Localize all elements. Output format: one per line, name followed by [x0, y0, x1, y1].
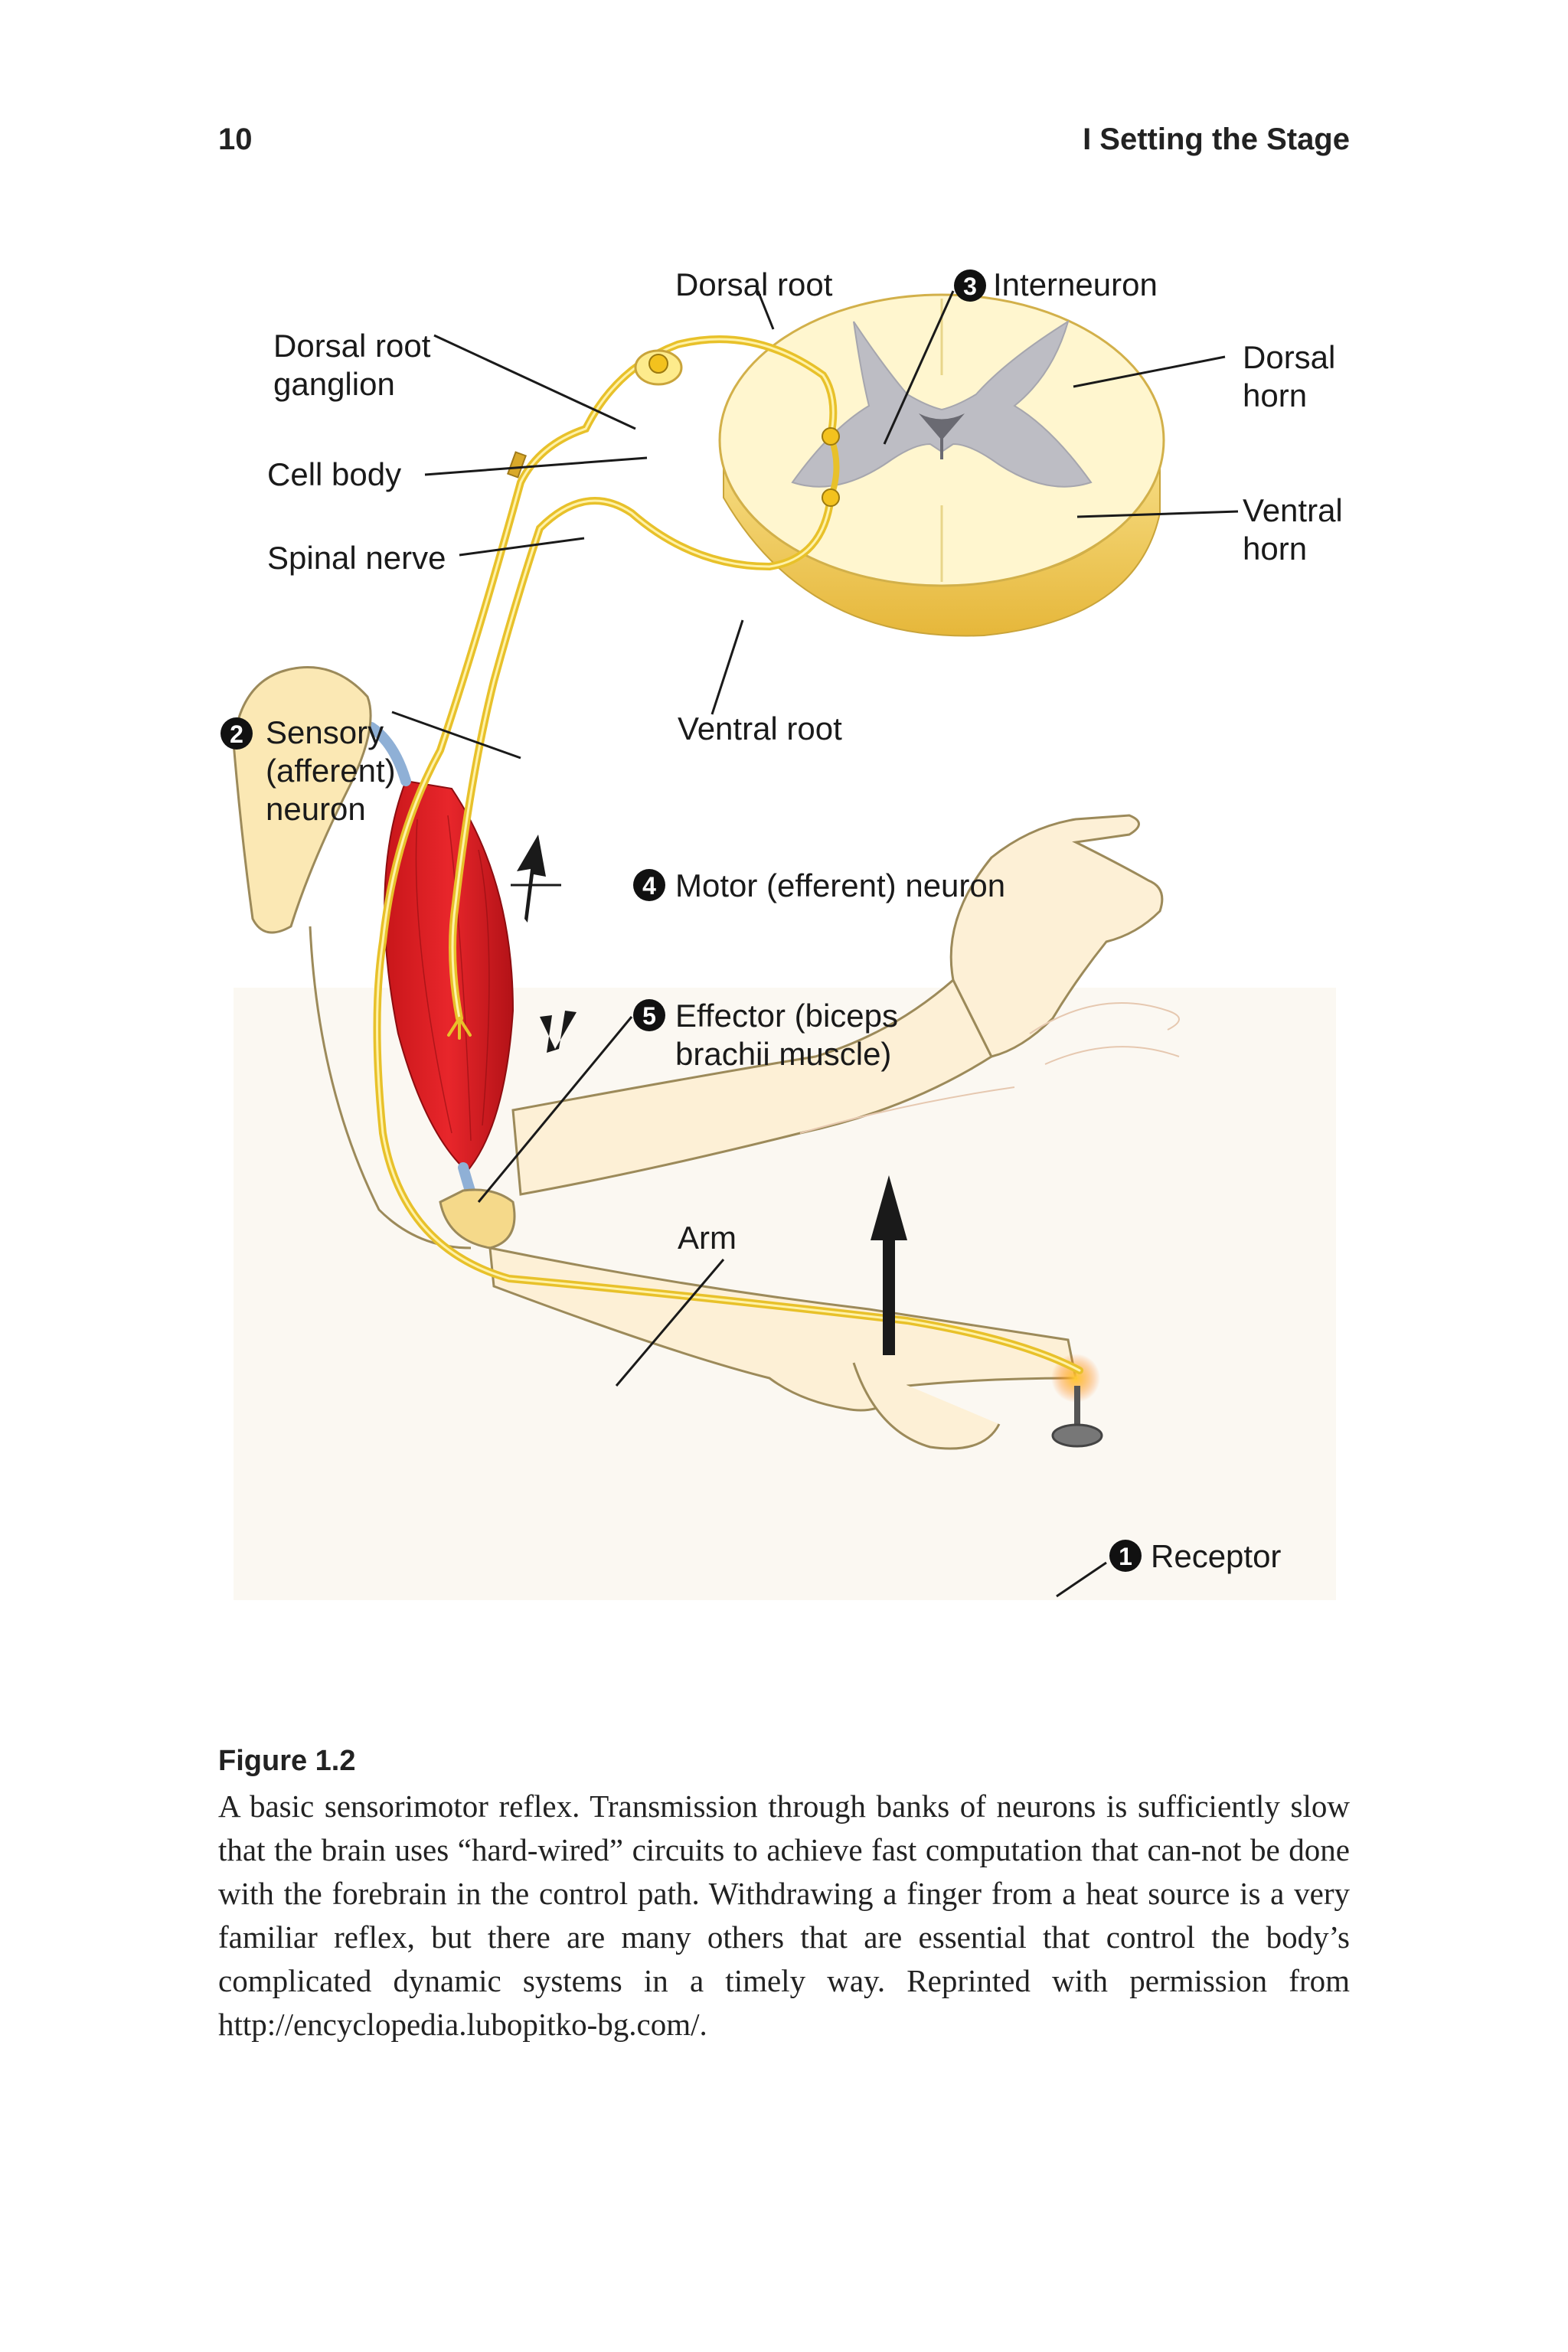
label-effector-line2: brachii muscle): [675, 1036, 891, 1072]
running-header: 10 I Setting the Stage: [218, 122, 1350, 168]
caption-title: Figure 1.2: [218, 1742, 1350, 1780]
label-cell-body: Cell body: [267, 456, 401, 492]
label-interneuron: Interneuron: [993, 266, 1158, 302]
label-dorsal-horn-line1: Dorsal: [1243, 339, 1335, 375]
page-number: 10: [218, 122, 253, 157]
afferent-arrow: [517, 835, 546, 923]
label-ventral-root: Ventral root: [678, 710, 842, 746]
spinal-cord-section: [720, 295, 1164, 636]
label-ventral-horn-line1: Ventral: [1243, 492, 1343, 528]
figure-caption: Figure 1.2 A basic sensorimotor reflex. …: [218, 1742, 1350, 2047]
label-sensory-line3: neuron: [266, 791, 366, 827]
label-spinal-nerve: Spinal nerve: [267, 540, 446, 576]
label-ventral-horn-line2: horn: [1243, 531, 1307, 567]
running-title: I Setting the Stage: [1083, 122, 1350, 157]
label-dorsal-root: Dorsal root: [675, 266, 833, 302]
label-drg-line1: Dorsal root: [273, 328, 431, 364]
label-receptor: Receptor: [1151, 1538, 1281, 1574]
cell-body-marker: [649, 354, 668, 373]
label-effector-line1: Effector (biceps: [675, 998, 898, 1034]
badge-3-num: 3: [963, 273, 977, 300]
badge-1-num: 1: [1119, 1543, 1132, 1570]
badge-4-num: 4: [642, 872, 656, 900]
label-drg-line2: ganglion: [273, 366, 395, 402]
motor-cell-marker: [822, 489, 839, 506]
label-sensory-line2: (afferent): [266, 753, 396, 789]
label-motor-neuron: Motor (efferent) neuron: [675, 867, 1005, 903]
badge-5-num: 5: [642, 1002, 656, 1030]
label-dorsal-horn-line2: horn: [1243, 377, 1307, 413]
reflex-diagram: 3 2 4 5 1 Dorsal root Interneuron Dorsal…: [218, 253, 1350, 1738]
interneuron-cell-marker: [822, 428, 839, 445]
label-sensory-line1: Sensory: [266, 714, 384, 750]
badge-2-num: 2: [230, 720, 243, 748]
reflex-figure: 3 2 4 5 1 Dorsal root Interneuron Dorsal…: [218, 253, 1350, 1738]
label-arm: Arm: [678, 1220, 737, 1256]
caption-text: A basic sensorimotor reflex. Transmissio…: [218, 1785, 1350, 2047]
